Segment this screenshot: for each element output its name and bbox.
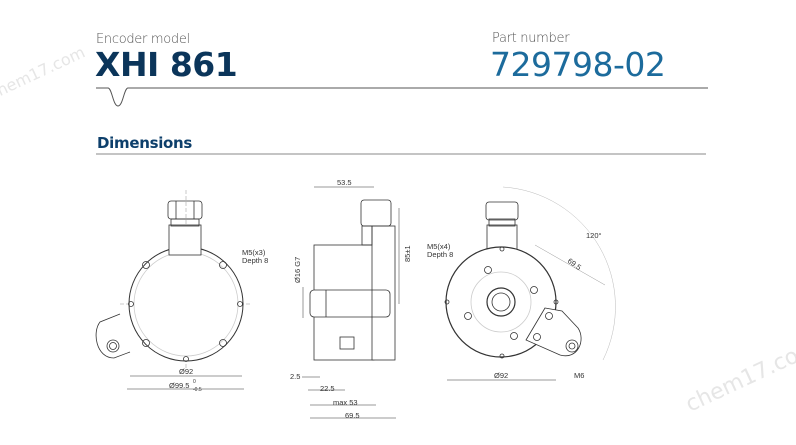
side-dim-69-5: 69.5: [345, 411, 360, 420]
rear-view: [444, 186, 616, 381]
side-dim-2-5: 2.5: [290, 372, 300, 381]
front-view: [95, 190, 250, 390]
rear-holes-note: M5(x4): [427, 242, 451, 251]
rear-angle: 120°: [586, 231, 602, 240]
side-view: [302, 186, 400, 419]
front-dia1: Ø92: [179, 367, 193, 376]
front-dia2-tol-upper: 0: [193, 379, 196, 385]
rear-radius: 69.5: [566, 256, 583, 272]
side-bore-dim: Ø16 G7: [293, 257, 302, 283]
front-depth-note: Depth 8: [242, 256, 268, 265]
section-title: Dimensions: [97, 134, 193, 152]
header-rule: [96, 87, 708, 107]
encoder-model: XHI 861: [95, 45, 238, 84]
front-holes-note: M5(x3): [242, 248, 266, 257]
part-number: 729798-02: [490, 45, 666, 84]
rear-depth-note: Depth 8: [427, 250, 453, 259]
rear-dia: Ø92: [494, 371, 508, 380]
side-height-dim: 85±1: [403, 245, 412, 262]
side-top-dim: 53.5: [337, 178, 352, 187]
front-dia2-tol-lower: -0.5: [193, 387, 202, 393]
part-number-label: Part number: [492, 31, 570, 46]
watermark: chem17.com: [0, 42, 88, 103]
encoder-model-label: Encoder model: [96, 32, 190, 47]
side-dim-22-5: 22.5: [320, 384, 335, 393]
side-dim-max53: max 53: [333, 398, 358, 407]
watermark: chem17.com: [682, 334, 796, 417]
front-dia2: Ø99.5: [169, 381, 189, 390]
rear-thread: M6: [574, 371, 584, 380]
